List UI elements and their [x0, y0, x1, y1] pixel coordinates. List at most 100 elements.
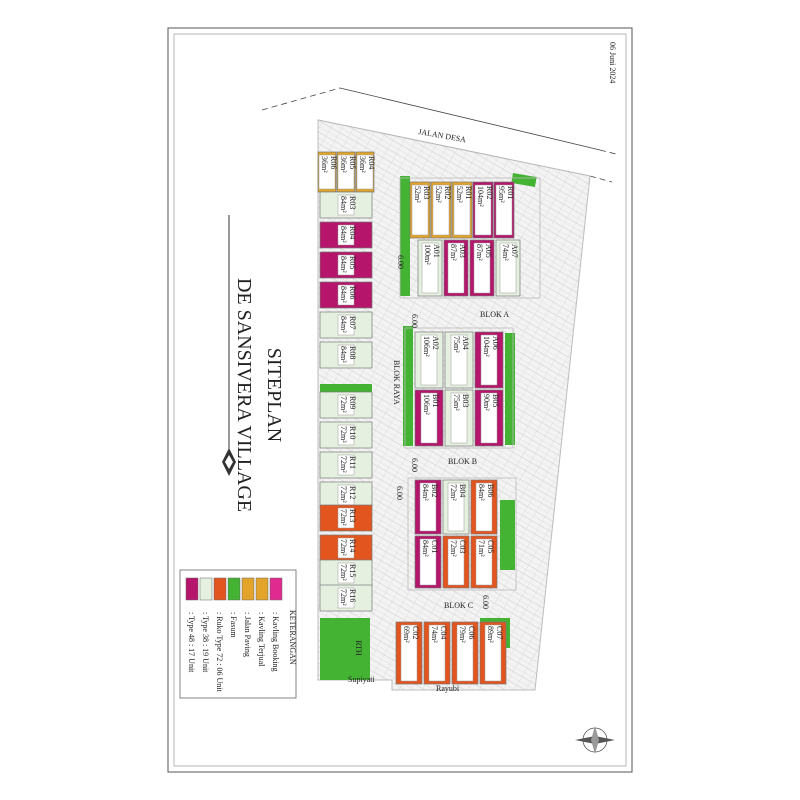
- lot-area: 87m²: [449, 244, 458, 261]
- legend-item-label: : Kavling Booking: [271, 612, 280, 672]
- lot-area: 72m²: [339, 564, 348, 581]
- lot-code: A01: [432, 244, 441, 258]
- lot-code: R01: [506, 186, 515, 199]
- date-label: 06 Juni 2024: [608, 42, 617, 83]
- lot-area: 106m²: [422, 394, 431, 415]
- lot-area: 36m²: [339, 156, 348, 173]
- lot-area: 72m²: [339, 486, 348, 503]
- lot-code: R06: [348, 286, 357, 299]
- lot-code: A04: [461, 336, 470, 350]
- legend-item-label: : Type 48 : 17 Unit: [187, 612, 196, 673]
- legend-swatch: [213, 577, 227, 601]
- lot-code: R14: [348, 539, 357, 552]
- lot-area: 69m²: [402, 626, 411, 643]
- lot-code: C05: [486, 540, 495, 553]
- lot-area: 36m²: [320, 156, 329, 173]
- road-width-3: 6.00: [410, 314, 419, 328]
- lot-area: 84m²: [421, 540, 430, 557]
- lot-code: R16: [348, 589, 357, 602]
- lot-area: 72m²: [339, 539, 348, 556]
- lot-area: 36m²: [358, 156, 367, 173]
- lot-area: 75m²: [452, 336, 461, 353]
- blok-b: [404, 327, 514, 449]
- lot-area: 95m²: [497, 186, 506, 203]
- lot-code: R12: [348, 486, 357, 499]
- title-block: SITEPLAN DE SANSIVERA VILLAGE: [233, 278, 285, 512]
- lot-area: 87m²: [475, 244, 484, 261]
- lot-code: R05: [348, 156, 357, 169]
- road-width-5: 6.00: [481, 595, 490, 609]
- lot-area: 84m²: [339, 286, 348, 303]
- lot-area: 74m²: [430, 626, 439, 643]
- lot-code: A05: [484, 244, 493, 258]
- lot-code: C03: [458, 540, 467, 553]
- lot-area: 79m²: [458, 626, 467, 643]
- lot-code: B01: [431, 394, 440, 407]
- lot-code: R07: [348, 316, 357, 329]
- legend-swatch: [185, 577, 199, 601]
- lot-area: 72m²: [339, 426, 348, 443]
- lot-area: 84m²: [339, 316, 348, 333]
- lot-code: C06: [467, 626, 476, 639]
- legend-swatch: [227, 577, 241, 601]
- legend-swatch: [241, 577, 255, 601]
- lot-code: C07: [495, 626, 504, 639]
- legend-item-label: : Jalan Paving: [243, 612, 252, 657]
- lot-code: C04: [439, 626, 448, 639]
- road-width-2: 6.00: [395, 486, 404, 500]
- lot-area: 72m²: [449, 484, 458, 501]
- legend: KETERANGAN : Type 48 : 17 Unit: Type 38 …: [179, 569, 297, 699]
- legend-item-label: : Ruko Type 72 : 06 Unit: [215, 612, 224, 693]
- lot-area: 52m²: [413, 186, 422, 203]
- lot-area: 84m²: [477, 484, 486, 501]
- supiyati-label: Supiyati: [348, 675, 375, 684]
- lot-area: 72m²: [339, 396, 348, 413]
- legend-item-label: : Kavling Terjual: [257, 612, 266, 667]
- road-width-1: 6.00: [396, 255, 405, 269]
- lot-code: B06: [486, 484, 495, 497]
